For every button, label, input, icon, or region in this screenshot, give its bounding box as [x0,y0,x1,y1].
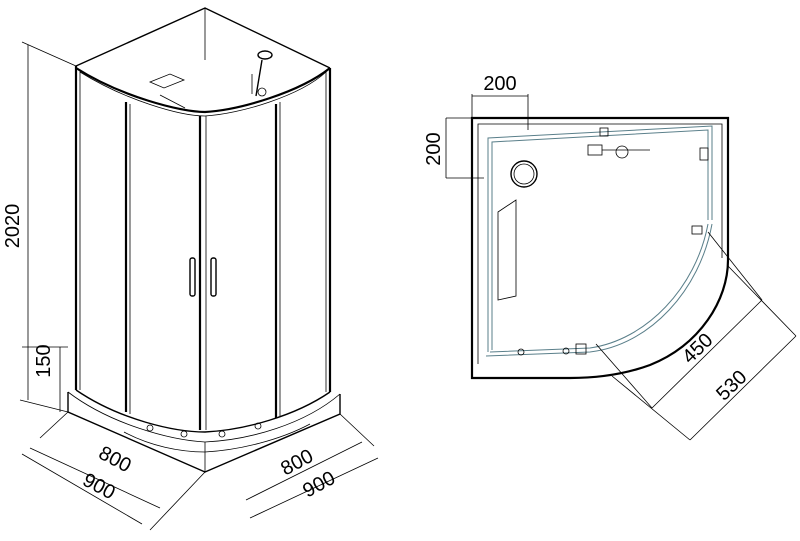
roller-icons [146,422,262,438]
top-frame [75,7,331,117]
elevation-view: 2020 150 800 900 800 900 [2,7,379,531]
width-outer-left-label: 900 [79,469,119,504]
shower-head-icon [251,50,273,97]
height-dimension: 2020 150 [2,41,77,413]
offset-dimension: 200 200 [423,73,529,179]
bottom-rail [75,389,331,433]
shower-head-icon [587,127,650,159]
glass-panels [485,125,713,357]
soap-shelf-icon [148,73,186,109]
offset-horizontal-label: 200 [483,73,516,95]
drain-icon [510,160,538,188]
width-inner-left-label: 800 [95,442,135,477]
width-outer-right-label: 900 [299,467,339,502]
soap-shelf-icon [497,199,517,301]
radius-outer-label: 530 [712,366,751,405]
offset-vertical-label: 200 [423,132,445,165]
tray-outline [470,116,730,380]
height-total-label: 2020 [2,204,24,249]
door-handle-icon [189,257,217,297]
enclosure-posts [74,66,332,430]
width-inner-right-label: 800 [277,445,317,480]
roller-icons [517,147,709,356]
radius-inner-label: 450 [678,329,717,368]
tray-height-label: 150 [33,344,55,377]
plan-view: 200 200 450 530 [423,73,797,441]
